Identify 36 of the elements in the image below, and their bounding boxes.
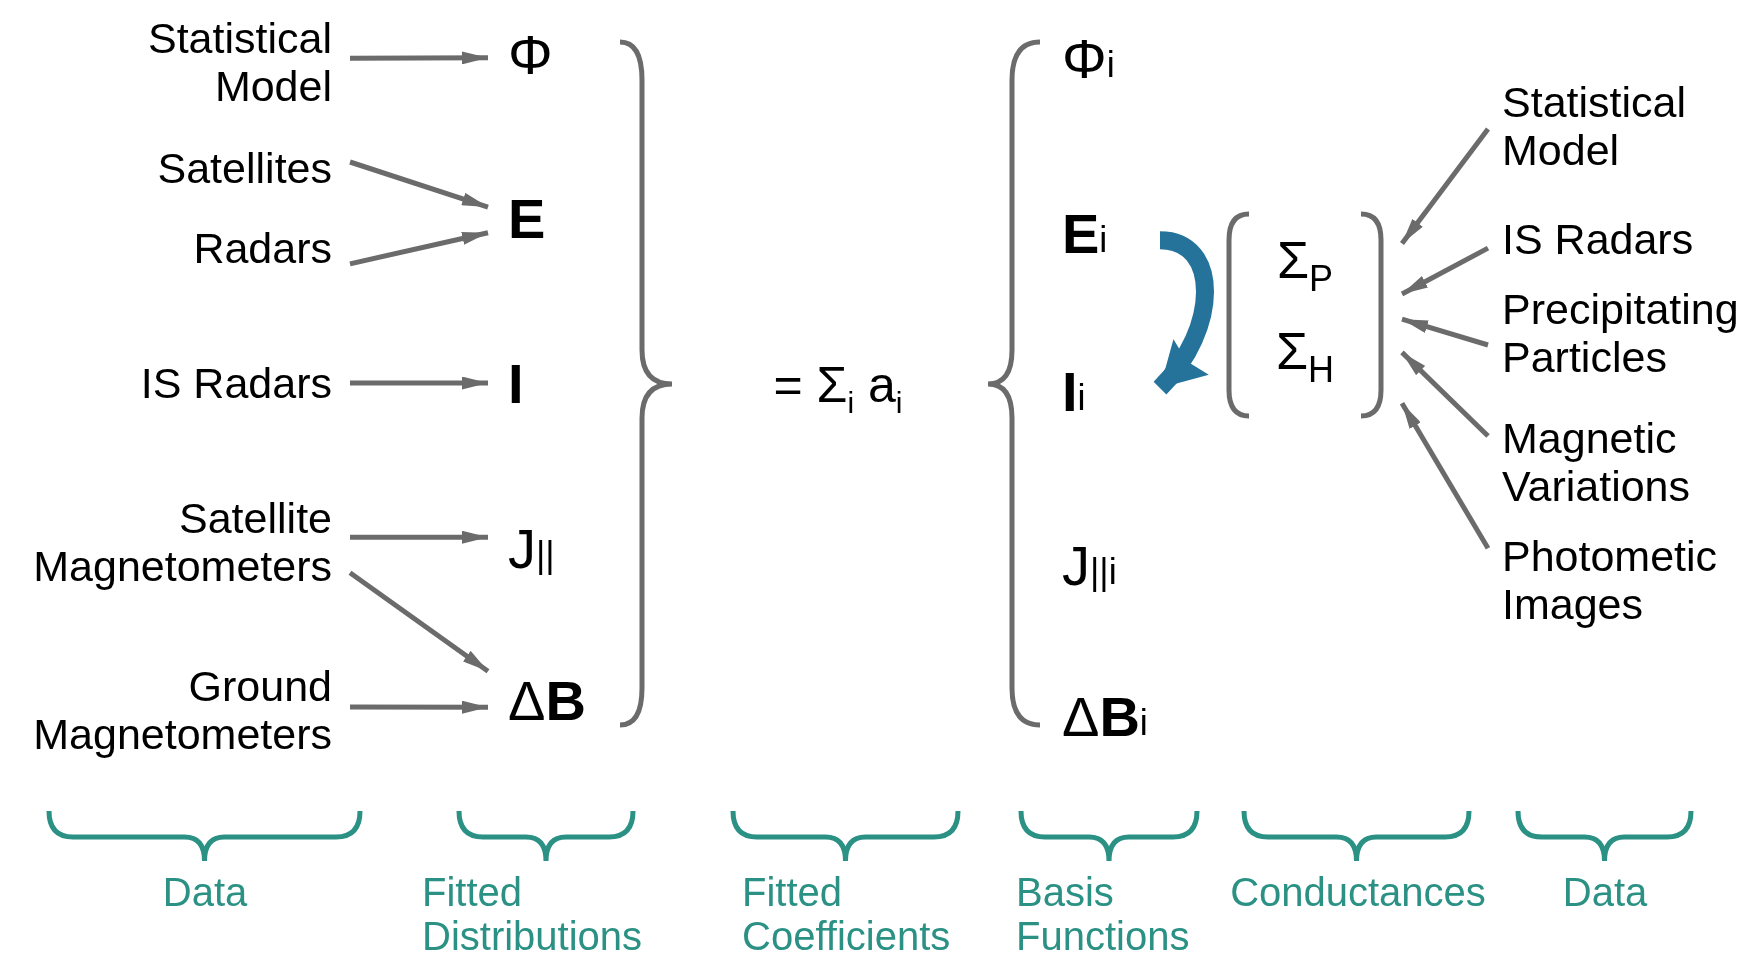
source-label: IS Radars (1488, 215, 1754, 263)
arrow (350, 530, 488, 544)
category-label: Fitted Distributions (422, 870, 644, 958)
arrow (1400, 127, 1490, 246)
symbol-label: ΔB (488, 660, 608, 740)
arrow (1400, 245, 1490, 297)
source-label: Satellite Magnetometers (32, 494, 350, 590)
arrow (1399, 401, 1491, 550)
source-label: Precipitating Particles (1488, 285, 1754, 381)
source-label: Photometic Images (1488, 532, 1754, 628)
arrow (1401, 316, 1489, 348)
symbol-label: Σ$_{H}$ (1275, 321, 1335, 392)
source-label: Radars (32, 224, 350, 272)
symbol-label: Σ$_{P}$ (1276, 230, 1334, 301)
symbol-label: I (488, 351, 608, 415)
formula-text: = Σ$_{i}$ a$_{i}$ (772, 358, 904, 421)
arrow (350, 700, 488, 714)
arrow (349, 159, 489, 210)
source-label: Statistical Model (1488, 78, 1754, 174)
source-label: Statistical Model (32, 14, 350, 110)
arrow (350, 51, 488, 65)
symbol-label: Φ (488, 22, 608, 86)
category-label: Basis Functions (1016, 870, 1191, 958)
arrow (1400, 350, 1490, 438)
source-label: Ground Magnetometers (32, 662, 350, 758)
category-label: Data (1561, 870, 1649, 914)
arrow (349, 230, 489, 267)
arrow (348, 570, 490, 674)
category-label: Data (161, 870, 249, 914)
source-label: Satellites (32, 144, 350, 192)
arrow (350, 376, 488, 390)
source-label: IS Radars (32, 359, 350, 407)
category-label: Fitted Coefficients (742, 870, 952, 958)
source-label: Magnetic Variations (1488, 414, 1754, 510)
category-label: Conductances (1229, 870, 1487, 914)
symbol-label: E (488, 186, 608, 250)
